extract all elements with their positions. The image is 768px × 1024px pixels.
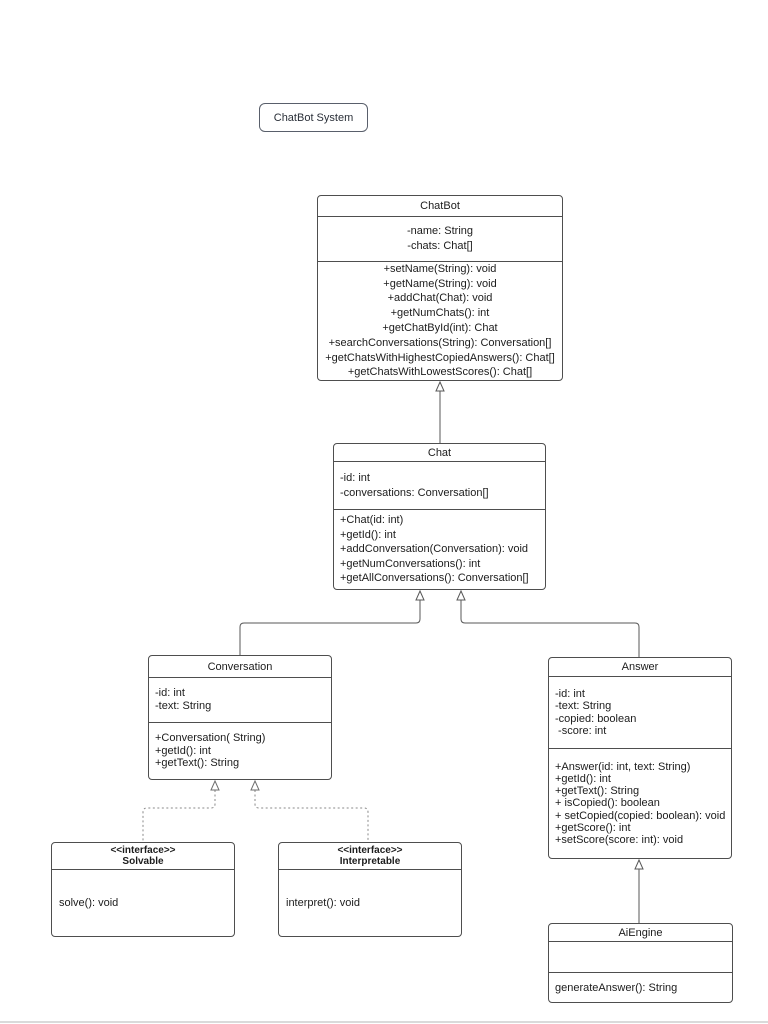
page-edge (0, 1021, 768, 1023)
member-line: -conversations: Conversation[] (340, 486, 489, 499)
member-line: -chats: Chat[] (407, 240, 473, 252)
class-conversation-name: Conversation (207, 660, 273, 673)
member-line: + isCopied(): boolean (555, 797, 660, 810)
member-line: -id: int (340, 472, 370, 484)
member-line: -text: String (155, 700, 212, 712)
class-answer-attributes: -id: int-text: String-copied: boolean -s… (549, 676, 731, 748)
member-line: generateAnswer(): String (555, 981, 678, 994)
diagram-title-label: ChatBot System (273, 111, 354, 124)
generalization-chat-to-chatbot (435, 380, 445, 443)
class-answer: Answer -id: int-text: String-copied: boo… (548, 657, 732, 859)
member-line: +Conversation( String) (155, 732, 266, 745)
member-line: +setName(String): void (383, 262, 497, 275)
interface-solvable-methods: solve(): void (52, 869, 234, 936)
member-line: +getScore(): int (555, 821, 631, 834)
realization-solvable-to-conversation (142, 779, 220, 842)
member-line: +getName(String): void (383, 277, 497, 290)
interface-interpretable-name: Interpretable (339, 856, 401, 867)
member-line: +getId(): int (340, 528, 396, 541)
interface-interpretable-methods: interpret(): void (279, 869, 461, 936)
interface-solvable: <<interface>> Solvable solve(): void (51, 842, 235, 937)
class-chatbot-name: ChatBot (420, 200, 460, 212)
member-line: +setScore(score: int): void (555, 834, 684, 846)
interface-interpretable: <<interface>> Interpretable interpret():… (278, 842, 462, 937)
member-line: -text: String (555, 700, 612, 713)
class-chatbot-attributes: -name: String -chats: Chat[] (318, 216, 562, 261)
generalization-conversation-to-chat (239, 589, 425, 655)
member-line: -score: int (555, 724, 607, 737)
member-line: -copied: boolean (555, 712, 637, 725)
member-line: +getId(): int (555, 772, 611, 785)
member-line: +searchConversations(String): Conversati… (328, 336, 552, 349)
class-chat-methods: +Chat(id: int)+getId(): int +addConversat… (334, 509, 545, 589)
class-aiengine-methods: generateAnswer(): String (549, 972, 732, 1002)
class-answer-name: Answer (621, 661, 659, 673)
realization-interpretable-to-conversation (250, 779, 369, 842)
class-chatbot: ChatBot -name: String -chats: Chat[] +set… (317, 195, 563, 381)
member-line: +Answer(id: int, text: String) (555, 760, 691, 773)
member-line: +addChat(Chat): void (387, 292, 493, 305)
member-line: interpret(): void (286, 897, 360, 909)
interface-solvable-stereotype: <<interface>> (110, 844, 176, 856)
member-line: +getChatsWithHighestCopiedAnswers(): Cha… (325, 351, 555, 364)
class-chat-attributes: -id: int -conversations: Conversation[] (334, 461, 545, 509)
member-line: +getChatById(int): Chat (382, 322, 498, 334)
class-conversation-attributes: -id: int-text: String (149, 677, 331, 722)
member-line: +Chat(id: int) (340, 514, 404, 527)
member-line: -id: int (555, 688, 585, 701)
member-line: +getNumChats(): int (390, 307, 490, 320)
class-aiengine: AiEngine generateAnswer(): String (548, 923, 733, 1003)
member-line: +getChatsWithLowestScores(): Chat[] (347, 366, 533, 379)
class-chatbot-methods: +setName(String): void +getName(String): … (318, 261, 562, 380)
diagram-title-node: ChatBot System (259, 103, 368, 132)
class-answer-methods: +Answer(id: int, text: String)+getId(): … (549, 748, 731, 858)
member-line: solve(): void (59, 897, 119, 909)
member-line: + setCopied(copied: boolean): void (555, 809, 726, 822)
member-line: +getAllConversations(): Conversation[] (340, 572, 529, 585)
generalization-aiengine-to-answer (634, 858, 644, 923)
member-line: +getText(): String (555, 785, 640, 798)
class-chat: Chat -id: int -conversations: Conversatio… (333, 443, 546, 590)
class-conversation: Conversation -id: int-text: String +Conv… (148, 655, 332, 780)
member-line: +getId(): int (155, 744, 211, 757)
member-line: +getText(): String (155, 757, 240, 770)
interface-solvable-name: Solvable (122, 856, 164, 867)
class-conversation-methods: +Conversation( String)+getId(): int+getT… (149, 722, 331, 779)
interface-interpretable-stereotype: <<interface>> (337, 844, 403, 856)
class-chat-name: Chat (427, 446, 452, 459)
class-aiengine-name: AiEngine (618, 926, 663, 939)
member-line: -name: String (406, 225, 474, 238)
interface-solvable-header: <<interface>> Solvable (52, 843, 234, 869)
member-line: -id: int (155, 687, 185, 700)
generalization-answer-to-chat (456, 589, 640, 657)
member-line: +getNumConversations(): int (340, 557, 481, 570)
member-line: +addConversation(Conversation): void (340, 543, 529, 556)
class-aiengine-attributes (549, 941, 732, 972)
interface-interpretable-header: <<interface>> Interpretable (279, 843, 461, 869)
